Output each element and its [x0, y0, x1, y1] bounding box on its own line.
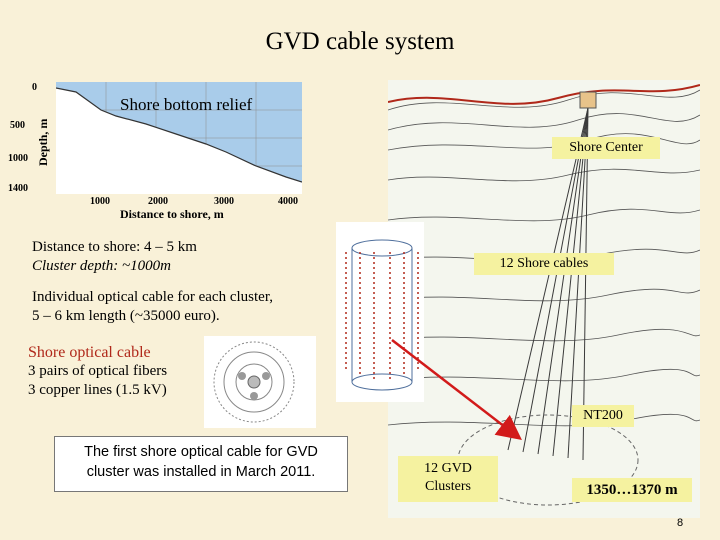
y-tick-500: 500: [10, 120, 25, 131]
shore-center-label: Shore Center: [552, 137, 660, 159]
cable-info: Individual optical cable for each cluste…: [32, 288, 273, 326]
gvd-clusters-label: 12 GVD Clusters: [398, 456, 498, 502]
location-info: Distance to shore: 4 – 5 km Cluster dept…: [32, 238, 197, 276]
installation-note: The first shore optical cable for GVD cl…: [54, 436, 348, 492]
slide-title: GVD cable system: [265, 28, 455, 55]
depth-line: Cluster depth: ~1000m: [32, 258, 171, 274]
profile-title: Shore bottom relief: [120, 95, 253, 114]
seabed-area: [56, 88, 302, 194]
x-tick-3000: 3000: [214, 196, 234, 207]
cable-line1: Individual optical cable for each cluste…: [32, 289, 273, 305]
nt200-label: NT200: [572, 405, 634, 427]
gvd-clusters-line1: 12 GVD: [424, 461, 472, 476]
gvd-clusters-line2: Clusters: [425, 479, 471, 494]
y-axis-label: Depth, m: [36, 118, 50, 166]
x-tick-1000: 1000: [90, 196, 110, 207]
y-tick-0: 0: [32, 82, 37, 93]
cable-cross-section: [204, 336, 316, 428]
x-axis-label: Distance to shore, m: [120, 207, 224, 221]
y-tick-1000: 1000: [8, 153, 28, 164]
optical-cable-info: Shore optical cable 3 pairs of optical f…: [28, 343, 167, 400]
depth-profile-plot: [55, 82, 303, 194]
cluster-svg: [345, 239, 419, 391]
y-tick-1400: 1400: [8, 183, 28, 194]
x-tick-4000: 4000: [278, 196, 298, 207]
page-number: 8: [677, 517, 684, 529]
depth-range-label: 1350…1370 m: [572, 478, 692, 502]
note-line1: The first shore optical cable for GVD: [84, 444, 318, 460]
cluster-illustration: [336, 222, 424, 402]
distance-line: Distance to shore: 4 – 5 km: [32, 239, 197, 255]
shore-cables-label: 12 Shore cables: [474, 253, 614, 275]
cable-cross-section-svg: [213, 341, 295, 423]
lake-map: [387, 80, 701, 518]
x-tick-2000: 2000: [148, 196, 168, 207]
seabed-line: [55, 87, 303, 183]
depth-profile-svg: [55, 82, 303, 194]
note-line2: cluster was installed in March 2011.: [86, 464, 316, 480]
optical-cable-title: Shore optical cable: [28, 344, 151, 361]
cable-line2: 5 – 6 km length (~35000 euro).: [32, 308, 220, 324]
optical-line1: 3 pairs of optical fibers: [28, 363, 168, 379]
optical-line2: 3 copper lines (1.5 kV): [28, 382, 167, 398]
